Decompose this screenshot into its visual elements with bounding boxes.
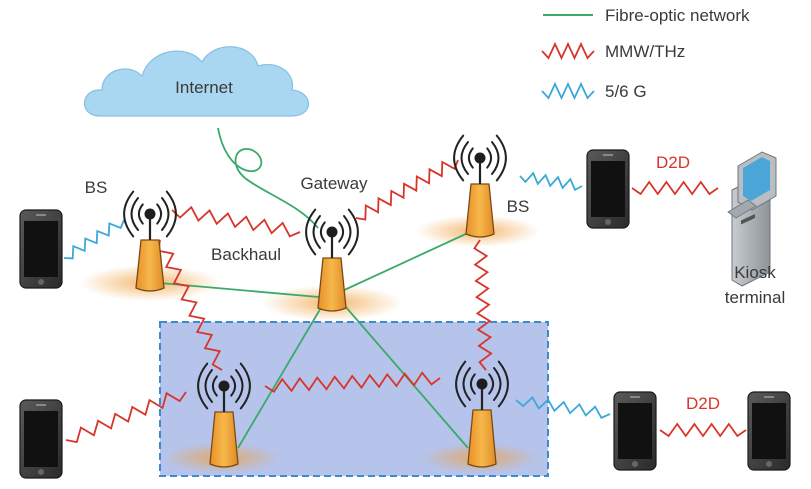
mmw-phone-to-cell-left bbox=[65, 391, 187, 444]
legend-fibre-label: Fibre-optic network bbox=[605, 6, 750, 25]
antenna-tower-icon bbox=[453, 134, 507, 238]
legend-g56-zigzag bbox=[541, 81, 595, 101]
g56-bs-right-to-phone bbox=[519, 171, 583, 192]
mmw-cell-left-to-cell-right bbox=[264, 371, 441, 393]
mmw-bs-left-to-gateway bbox=[171, 205, 301, 238]
fibre-gateway-to-cell-left bbox=[237, 305, 323, 449]
mmw-bs-right-to-cell-right bbox=[473, 239, 493, 371]
mmw-d2d-top bbox=[631, 180, 719, 196]
backhaul-label: Backhaul bbox=[211, 245, 281, 264]
fibre-gateway-to-bs-right bbox=[339, 231, 471, 293]
fibre-internet-to-gateway bbox=[217, 127, 319, 229]
smartphone-icon bbox=[586, 149, 630, 229]
kiosk-terminal-icon bbox=[727, 151, 777, 287]
smartphone-icon bbox=[747, 391, 791, 471]
antenna-tower-icon bbox=[123, 190, 177, 292]
mmw-bs-left-to-cell-left bbox=[157, 239, 223, 371]
smartphone-icon bbox=[19, 399, 63, 479]
legend-g56-swatch bbox=[541, 81, 595, 101]
d2d-bottom-label: D2D bbox=[686, 394, 720, 413]
mmw-gateway-to-bs-right bbox=[355, 159, 459, 221]
legend-mmw-swatch bbox=[541, 41, 595, 61]
wireless-links bbox=[63, 159, 747, 444]
g56-phone-left-to-bs bbox=[63, 219, 125, 260]
kiosk-label-line2: terminal bbox=[725, 288, 785, 307]
g56-cell-right-to-phone bbox=[515, 395, 611, 419]
legend: Fibre-optic network MMW/THz 5/6 G bbox=[541, 6, 750, 101]
base-stations bbox=[123, 134, 509, 468]
antenna-tower-icon bbox=[197, 362, 251, 468]
smartphone-icon bbox=[19, 209, 63, 289]
internet-label: Internet bbox=[175, 78, 233, 97]
antenna-tower-icon bbox=[305, 208, 359, 312]
legend-mmw-zigzag bbox=[541, 41, 595, 61]
antenna-tower-icon bbox=[455, 360, 509, 468]
d2d-top-label: D2D bbox=[656, 153, 690, 172]
phones bbox=[19, 149, 791, 479]
legend-mmw-label: MMW/THz bbox=[605, 42, 685, 61]
kiosk-label-line1: Kiosk bbox=[734, 263, 776, 282]
smartphone-icon bbox=[613, 391, 657, 471]
legend-g56-label: 5/6 G bbox=[605, 82, 647, 101]
gateway-label: Gateway bbox=[300, 174, 368, 193]
cloud-icon bbox=[83, 46, 309, 117]
bs-right-label: BS bbox=[507, 197, 530, 216]
mmw-d2d-bottom bbox=[659, 422, 747, 438]
bs-left-label: BS bbox=[85, 178, 108, 197]
